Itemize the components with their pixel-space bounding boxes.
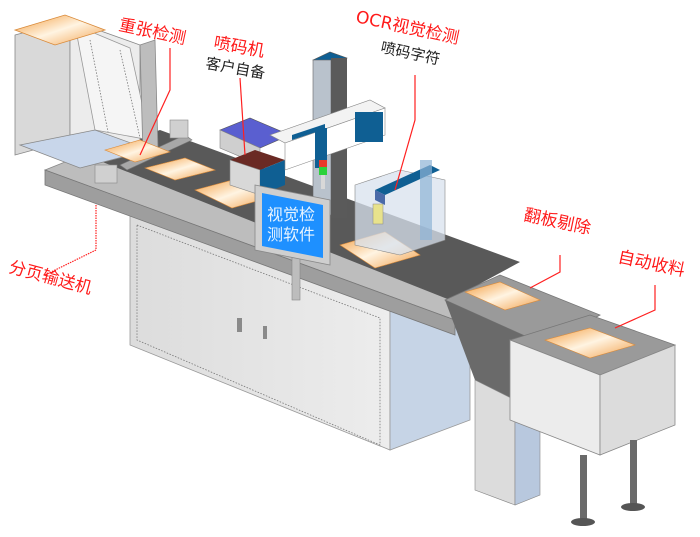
- cabinet-handle: [263, 326, 267, 339]
- gantry: [269, 51, 386, 218]
- cabinet-handle: [237, 318, 242, 332]
- sheet: [104, 139, 171, 163]
- vision-monitor: 视觉检 测软件: [254, 184, 331, 301]
- screen-text-line2: 测软件: [267, 225, 315, 244]
- ocr-camera-station: [354, 160, 446, 256]
- sheet: [144, 157, 216, 181]
- monitor-screen: [262, 193, 323, 258]
- label-auto-collect: 自动收料: [616, 247, 687, 281]
- signal-light-red: [319, 160, 327, 167]
- sheet-stack: [544, 327, 636, 359]
- signal-light-green: [319, 167, 327, 175]
- signal-tower: [319, 160, 327, 189]
- label-flip-reject: 翻板剔除: [522, 205, 593, 239]
- leader-lines: [44, 48, 656, 329]
- collection-bin: [508, 314, 677, 526]
- inkjet-printer: [219, 117, 291, 196]
- screen-text-line1: 视觉检: [267, 205, 315, 224]
- sheet: [464, 281, 541, 311]
- sheet-feeder: [13, 14, 159, 169]
- label-paging-conveyor: 分页输送机: [7, 258, 94, 299]
